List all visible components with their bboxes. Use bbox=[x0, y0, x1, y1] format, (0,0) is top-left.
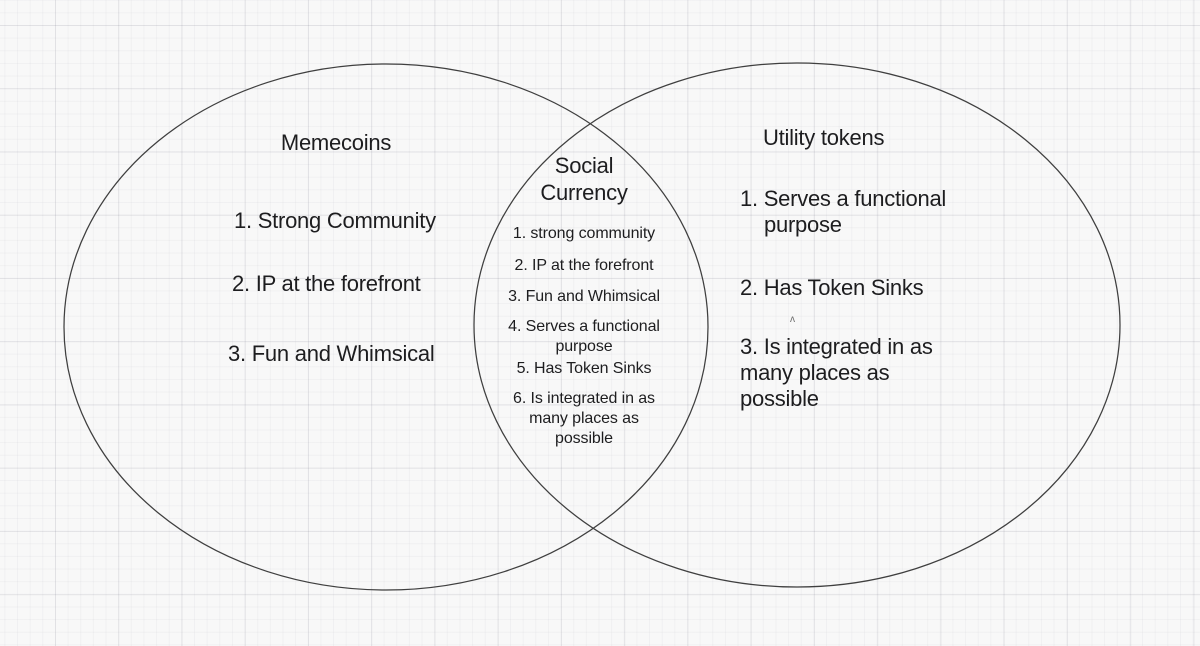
intersection-item-3[interactable]: 3. Fun and Whimsical bbox=[508, 288, 660, 305]
right-item-2[interactable]: 2. Has Token Sinks bbox=[740, 275, 924, 300]
right-circle-title[interactable]: Utility tokens bbox=[763, 125, 885, 150]
left-item-1[interactable]: 1. Strong Community bbox=[234, 208, 436, 233]
intersection-item-6[interactable]: 6. Is integrated in as many places as po… bbox=[513, 390, 655, 447]
stray-caret-mark: ʌ bbox=[790, 314, 795, 325]
left-item-2[interactable]: 2. IP at the forefront bbox=[232, 271, 421, 296]
intersection-title[interactable]: Social Currency bbox=[540, 153, 628, 205]
intersection-item-1[interactable]: 1. strong community bbox=[512, 225, 656, 242]
right-item-1[interactable]: 1. Serves a functional purpose bbox=[740, 186, 947, 237]
left-item-3[interactable]: 3. Fun and Whimsical bbox=[228, 341, 435, 366]
memecoins-ellipse[interactable] bbox=[63, 63, 709, 591]
right-item-3[interactable]: 3. Is integrated in as many places as po… bbox=[740, 334, 933, 411]
left-circle-title[interactable]: Memecoins bbox=[280, 130, 392, 155]
utility-tokens-ellipse[interactable] bbox=[473, 62, 1121, 588]
intersection-item-5[interactable]: 5. Has Token Sinks bbox=[516, 360, 652, 377]
intersection-item-2[interactable]: 2. IP at the forefront bbox=[514, 257, 654, 274]
intersection-item-4[interactable]: 4. Serves a functional purpose bbox=[508, 318, 660, 355]
